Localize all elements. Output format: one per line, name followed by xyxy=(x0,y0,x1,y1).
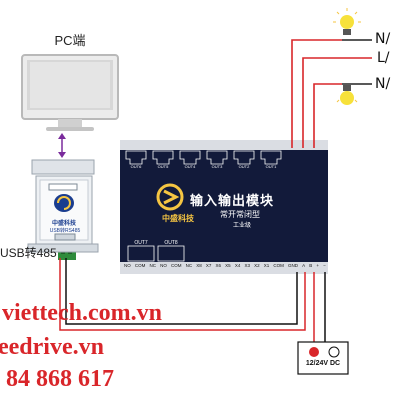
pc-monitor-icon xyxy=(21,54,119,131)
live-label: L/ xyxy=(377,50,390,66)
terminal-label: NC xyxy=(185,263,193,268)
relay-name: OUT7 xyxy=(134,240,148,246)
relay-name: OUT4 xyxy=(184,164,196,169)
terminal-label: + xyxy=(316,263,320,268)
neutral-label-bottom: N/ xyxy=(375,76,391,92)
usb-485-converter xyxy=(27,159,99,260)
converter-model: USB转RS485 xyxy=(49,228,81,234)
terminal-label: GND xyxy=(288,263,298,268)
terminal-label: X6 xyxy=(215,263,222,268)
terminal-label: X5 xyxy=(225,263,231,268)
bus-wiring xyxy=(59,258,326,344)
relay-name: OUT6 xyxy=(130,164,142,169)
terminal-label: COM xyxy=(134,263,146,268)
converter-label: USB转485 xyxy=(0,246,57,260)
module-title: 输入输出模块 xyxy=(190,193,275,208)
terminal-label: NO xyxy=(124,263,131,268)
terminal-label: X3 xyxy=(244,263,250,268)
mains-wiring xyxy=(291,39,372,148)
terminal-label: A xyxy=(302,263,306,268)
relay-names-top: OUT6 OUT5 OUT4 OUT3 OUT2 OUT1 xyxy=(126,164,286,172)
io-module-body xyxy=(120,140,328,274)
pc-label: PC端 xyxy=(54,33,86,48)
relay-name: OUT5 xyxy=(157,164,169,169)
module-brand: 中盛科技 xyxy=(162,214,194,223)
terminal-label: − xyxy=(323,263,326,268)
terminal-label: X2 xyxy=(254,263,260,268)
power-label: 12/24V DC xyxy=(305,360,341,367)
watermark-line: eedrive.vn xyxy=(0,334,104,360)
terminal-label: X1 xyxy=(263,263,270,268)
watermark-line: viettech.com.vn xyxy=(2,300,162,326)
power-supply xyxy=(297,341,349,375)
terminal-label: COM xyxy=(273,263,284,268)
relay-name: OUT3 xyxy=(211,164,223,169)
terminal-label: B xyxy=(309,263,313,268)
data-link-arrow xyxy=(58,133,66,158)
converter-brand: 中盛科技 xyxy=(51,221,76,227)
module-subtitle: 常开常闭型 xyxy=(220,210,260,219)
watermark-line: 84 868 617 xyxy=(6,366,114,392)
relay-name: OUT1 xyxy=(265,164,277,169)
relay-row-bottom xyxy=(127,245,185,262)
lamp-icon xyxy=(333,8,361,35)
terminal-label: COM xyxy=(171,263,182,268)
terminal-label: NC xyxy=(149,263,157,268)
module-grade: 工业级 xyxy=(232,223,251,229)
relay-name: OUT8 xyxy=(164,240,178,246)
terminal-label: X7 xyxy=(205,263,212,268)
terminal-label: X4 xyxy=(234,263,241,268)
lamp-icon xyxy=(336,85,358,105)
terminal-label: X8 xyxy=(196,263,202,268)
terminal-label: NO xyxy=(160,263,167,268)
neutral-label-top: N/ xyxy=(375,31,391,47)
relay-names-bottom: OUT7 OUT8 xyxy=(128,240,188,246)
relay-name: OUT2 xyxy=(238,164,250,169)
relay-row-top xyxy=(125,150,282,165)
